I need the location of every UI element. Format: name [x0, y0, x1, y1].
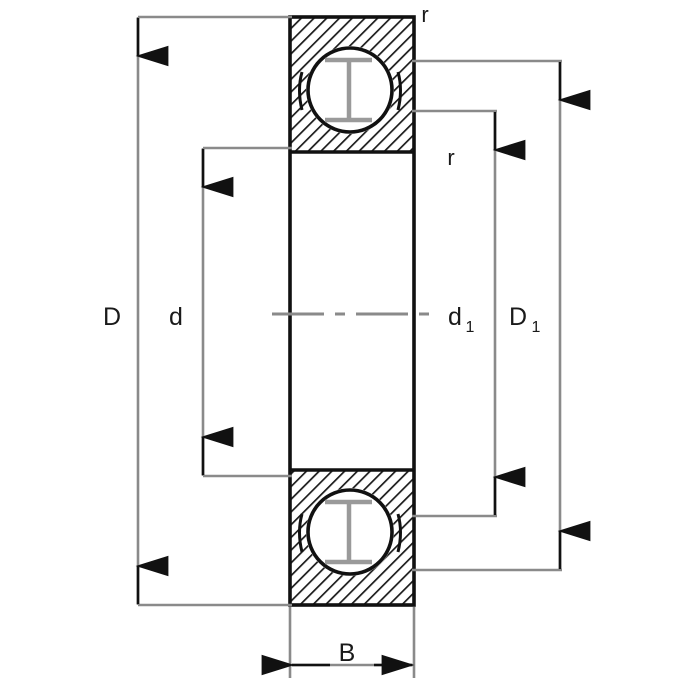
dimension-label-B: B — [339, 639, 356, 667]
dimension-label-d: d — [169, 303, 183, 331]
rolling-elements — [298, 46, 402, 576]
dimension-labels: D d d 1 D 1 B — [103, 303, 541, 667]
dimension-lines — [135, 17, 591, 676]
extension-lines — [138, 15, 562, 678]
dimension-label-D1: D — [509, 303, 527, 331]
dimension-label-d1-group: d 1 — [448, 303, 475, 336]
upper-ring-hatch — [290, 17, 414, 152]
cage-marking-upper — [325, 57, 372, 123]
radius-label-middle: r — [447, 145, 454, 170]
cage-marking-lower — [325, 499, 372, 565]
section-hatching — [290, 17, 414, 605]
radius-label-top: r — [421, 2, 428, 27]
bearing-outer-boundary — [288, 15, 416, 607]
corner-radius-labels: r r — [421, 2, 454, 170]
dimension-label-D1-subscript: 1 — [532, 319, 541, 336]
dimension-label-D1-group: D 1 — [509, 303, 541, 336]
dimension-label-d1: d — [448, 303, 462, 331]
dimension-label-d1-subscript: 1 — [466, 319, 475, 336]
raceway-contact-marks-lower — [298, 513, 402, 553]
dimension-label-D: D — [103, 303, 121, 331]
bearing-outline — [288, 15, 416, 607]
raceway-contact-marks-upper — [298, 71, 402, 111]
lower-ring-hatch — [290, 470, 414, 605]
